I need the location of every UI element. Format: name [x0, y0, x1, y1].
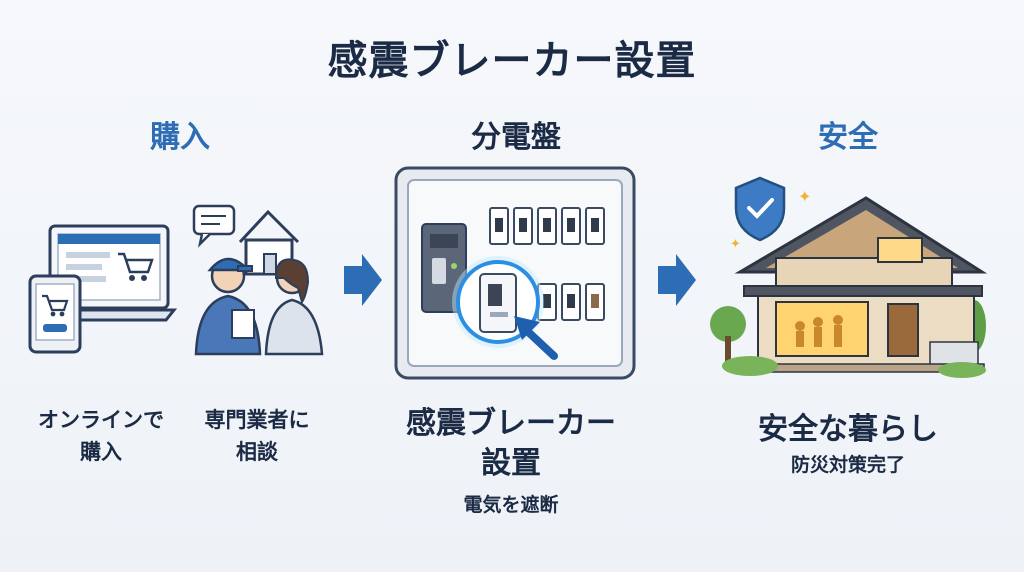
distribution-board-icon [394, 166, 636, 380]
caption-online-purchase: オンラインで 購入 [26, 404, 176, 468]
laptop-tablet-cart-icon [28, 224, 178, 354]
caption-online-line-1: オンラインで [38, 408, 164, 432]
right-arrow-icon [658, 254, 696, 306]
page-title: 感震ブレーカー設置 [327, 38, 697, 84]
caption-cut-power: 電気を遮断 [463, 494, 559, 516]
step-heading-purchase: 購入 [150, 120, 210, 155]
caption-install-line-1: 感震ブレーカー [406, 406, 616, 441]
caption-consult-line-2: 相談 [236, 440, 278, 464]
caption-consult-specialist: 専門業者に 相談 [182, 404, 332, 468]
caption-disaster-prep-complete: 防災対策完了 [790, 454, 905, 476]
svg-text:✦: ✦ [798, 187, 811, 206]
technician-consulting-icon [192, 204, 324, 356]
step-heading-panel: 分電盤 [471, 120, 561, 155]
caption-install-breaker: 感震ブレーカー 設置 [376, 404, 646, 484]
caption-online-line-2: 購入 [80, 440, 122, 464]
caption-install-line-2: 設置 [481, 446, 541, 481]
safe-house-icon: ✦ ✦ [710, 176, 988, 378]
step-heading-safety: 安全 [818, 120, 878, 155]
caption-consult-line-1: 専門業者に [204, 408, 310, 432]
caption-safe-living: 安全な暮らし [758, 412, 938, 447]
svg-text:✦: ✦ [730, 237, 741, 252]
shield-check-icon [734, 176, 786, 242]
right-arrow-icon [344, 254, 382, 306]
